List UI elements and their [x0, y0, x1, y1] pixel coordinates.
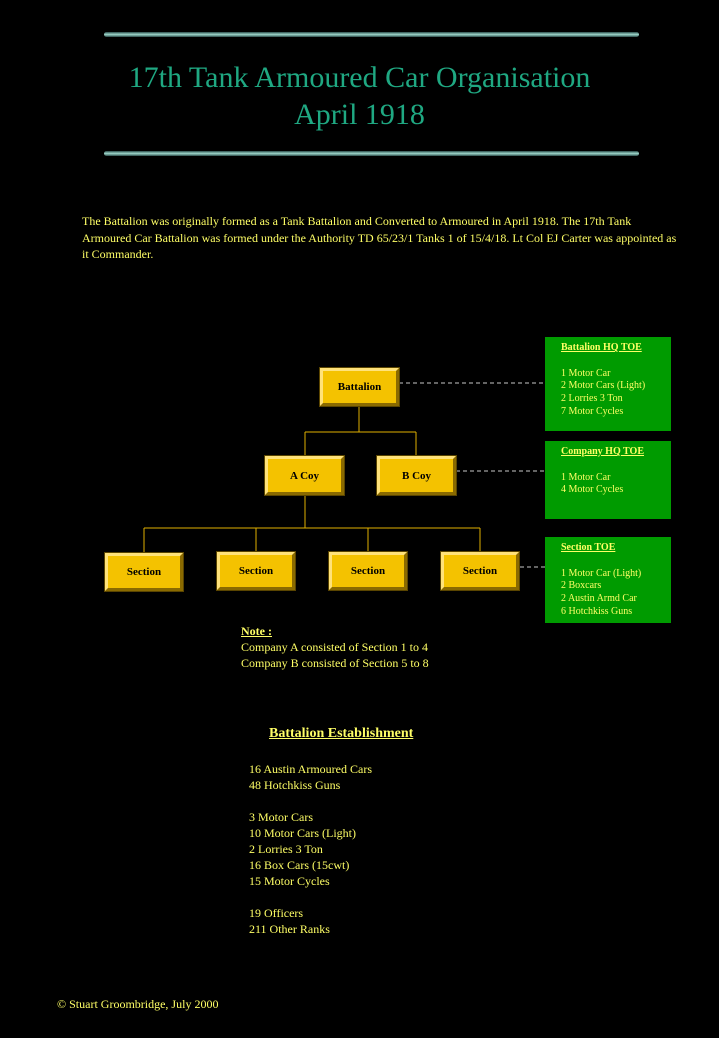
- page-subtitle: April 1918: [294, 98, 425, 131]
- top-divider: [104, 32, 639, 37]
- battalion-hq-toe-line: 1 Motor Car: [561, 367, 611, 379]
- battalion-hq-toe-box: Battalion HQ TOE 1 Motor Car 2 Motor Car…: [545, 337, 671, 431]
- section-node-4: Section: [440, 551, 520, 591]
- bottom-divider: [104, 151, 639, 156]
- company-hq-toe-heading: Company HQ TOE: [561, 446, 644, 457]
- page-title: 17th Tank Armoured Car Organisation: [128, 61, 591, 94]
- battalion-hq-toe-line: 2 Motor Cars (Light): [561, 380, 646, 392]
- section-node-2: Section: [216, 551, 296, 591]
- section-toe-box: Section TOE 1 Motor Car (Light) 2 Boxcar…: [545, 537, 671, 623]
- establishment-item: 48 Hotchkiss Guns: [249, 778, 341, 792]
- note-line: Company B consisted of Section 5 to 8: [241, 656, 429, 670]
- note-block: Note : Company A consisted of Section 1 …: [241, 623, 429, 671]
- note-line: Company A consisted of Section 1 to 4: [241, 640, 428, 654]
- establishment-list: 16 Austin Armoured Cars 48 Hotchkiss Gun…: [249, 761, 372, 937]
- establishment-item: 19 Officers: [249, 906, 304, 920]
- establishment-item: 15 Motor Cycles: [249, 874, 330, 888]
- section-toe-line: 6 Hotchkiss Guns: [561, 605, 633, 617]
- b-coy-node: B Coy: [376, 455, 457, 496]
- establishment-title: Battalion Establishment: [269, 726, 414, 741]
- establishment-item: 211 Other Ranks: [249, 922, 330, 936]
- battalion-hq-toe-line: 7 Motor Cycles: [561, 405, 624, 417]
- a-coy-node: A Coy: [264, 455, 345, 496]
- section-toe-line: 2 Austin Armd Car: [561, 593, 637, 605]
- battalion-hq-toe-line: 2 Lorries 3 Ton: [561, 393, 623, 405]
- section-node-1: Section: [104, 552, 184, 592]
- org-chart-connectors: [143, 382, 545, 568]
- battalion-node: Battalion: [319, 367, 400, 407]
- establishment-item: 3 Motor Cars: [249, 810, 313, 824]
- section-node-3: Section: [328, 551, 408, 591]
- establishment-item: 10 Motor Cars (Light): [249, 826, 356, 840]
- company-hq-toe-line: 4 Motor Cycles: [561, 484, 624, 496]
- note-label: Note :: [241, 624, 272, 638]
- intro-paragraph: The Battalion was originally formed as a…: [82, 214, 677, 261]
- section-toe-heading: Section TOE: [561, 542, 616, 553]
- establishment-item: 16 Austin Armoured Cars: [249, 762, 372, 776]
- company-hq-toe-box: Company HQ TOE 1 Motor Car 4 Motor Cycle…: [545, 441, 671, 519]
- battalion-hq-toe-heading: Battalion HQ TOE: [561, 342, 642, 353]
- copyright-footer: © Stuart Groombridge, July 2000: [57, 997, 219, 1011]
- section-toe-line: 2 Boxcars: [561, 580, 602, 592]
- section-toe-line: 1 Motor Car (Light): [561, 567, 642, 579]
- establishment-item: 16 Box Cars (15cwt): [249, 858, 350, 872]
- establishment-item: 2 Lorries 3 Ton: [249, 842, 323, 856]
- company-hq-toe-line: 1 Motor Car: [561, 471, 611, 483]
